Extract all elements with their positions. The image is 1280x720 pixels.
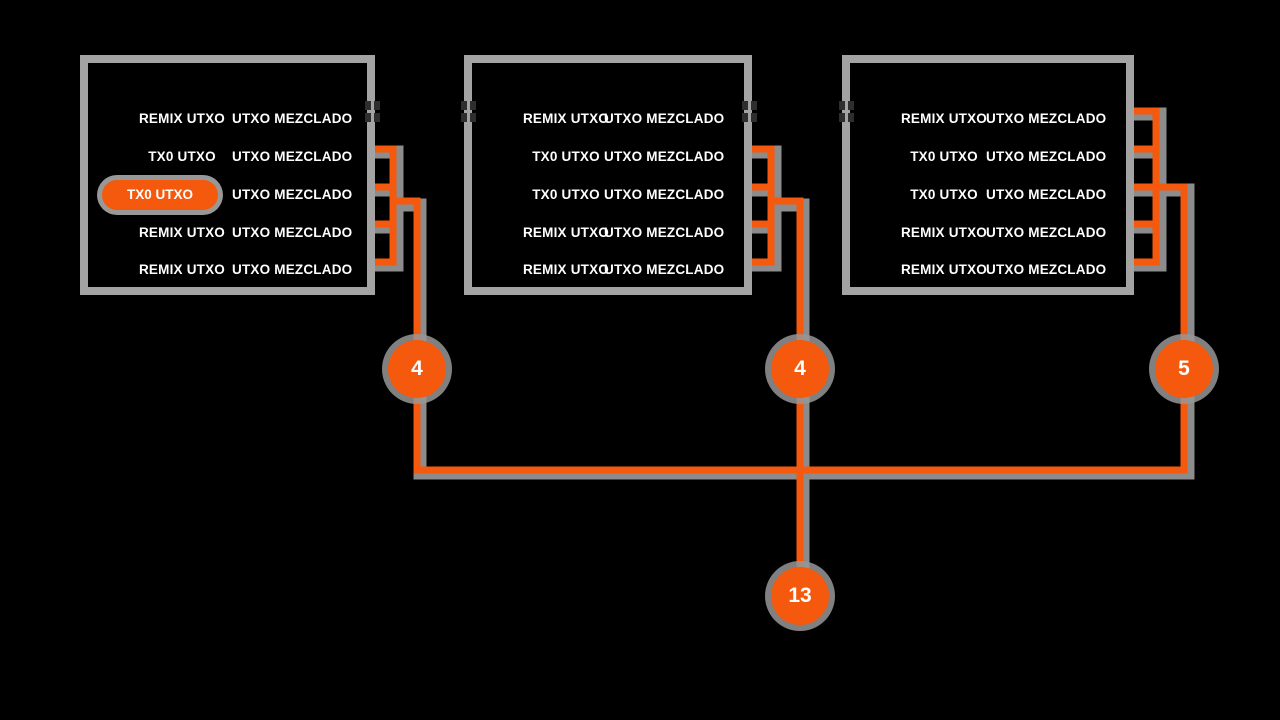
port-stub-icon <box>839 101 855 123</box>
port-stub-icon <box>365 101 381 123</box>
output-label: UTXO MEZCLADO <box>986 111 1107 126</box>
input-label: REMIX UTXO <box>138 225 225 240</box>
node-middle-count[interactable]: 4 <box>771 340 829 398</box>
table-row[interactable]: TX0 UTXO UTXO MEZCLADO <box>850 142 1126 172</box>
table-row[interactable]: REMIX UTXO UTXO MEZCLADO <box>472 218 744 248</box>
output-label: UTXO MEZCLADO <box>232 111 353 126</box>
node-left-count[interactable]: 4 <box>388 340 446 398</box>
port-stub-icon <box>461 101 477 123</box>
output-label: UTXO MEZCLADO <box>604 187 725 202</box>
node-label: 4 <box>794 357 806 380</box>
table-row[interactable]: REMIX UTXO UTXO MEZCLADO <box>850 218 1126 248</box>
input-label: REMIX UTXO <box>138 262 225 277</box>
input-label: REMIX UTXO <box>138 111 225 126</box>
node-label: 13 <box>788 584 812 607</box>
input-label: REMIX UTXO <box>900 262 987 277</box>
output-label: UTXO MEZCLADO <box>986 225 1107 240</box>
table-row[interactable]: REMIX UTXO UTXO MEZCLADO <box>850 255 1126 285</box>
node-total-count[interactable]: 13 <box>771 567 829 625</box>
node-right-count[interactable]: 5 <box>1155 340 1213 398</box>
table-row[interactable]: REMIX UTXO UTXO MEZCLADO <box>88 104 367 134</box>
tx-box-3-rows: REMIX UTXO UTXO MEZCLADO TX0 UTXO UTXO M… <box>850 63 1126 287</box>
output-label: UTXO MEZCLADO <box>986 262 1107 277</box>
input-label: TX0 UTXO <box>532 149 600 164</box>
table-row[interactable]: TX0 UTXO UTXO MEZCLADO <box>850 180 1126 210</box>
input-label: TX0 UTXO <box>148 149 216 164</box>
node-label: 5 <box>1178 357 1190 380</box>
tx-box-1[interactable]: REMIX UTXO UTXO MEZCLADO TX0 UTXO UTXO M… <box>80 55 375 295</box>
table-row[interactable]: TX0 UTXO UTXO MEZCLADO <box>472 180 744 210</box>
input-label: REMIX UTXO <box>900 225 987 240</box>
highlighted-utxo-pill[interactable]: TX0 UTXO <box>102 180 218 210</box>
port-stub-icon <box>742 101 758 123</box>
tx-box-2[interactable]: REMIX UTXO UTXO MEZCLADO TX0 UTXO UTXO M… <box>464 55 752 295</box>
table-row[interactable]: REMIX UTXO UTXO MEZCLADO <box>88 218 367 248</box>
output-label: UTXO MEZCLADO <box>604 225 725 240</box>
output-label: UTXO MEZCLADO <box>604 149 725 164</box>
node-label: 4 <box>411 357 423 380</box>
output-label: UTXO MEZCLADO <box>232 225 353 240</box>
table-row[interactable]: REMIX UTXO UTXO MEZCLADO <box>472 104 744 134</box>
output-label: UTXO MEZCLADO <box>232 262 353 277</box>
input-label: REMIX UTXO <box>522 111 609 126</box>
table-row[interactable]: REMIX UTXO UTXO MEZCLADO <box>472 255 744 285</box>
tx-box-1-rows: REMIX UTXO UTXO MEZCLADO TX0 UTXO UTXO M… <box>88 63 367 287</box>
table-row[interactable]: TX0 UTXO UTXO MEZCLADO <box>472 142 744 172</box>
input-label: REMIX UTXO <box>900 111 987 126</box>
output-label: UTXO MEZCLADO <box>604 111 725 126</box>
output-label: UTXO MEZCLADO <box>986 149 1107 164</box>
tx-box-2-rows: REMIX UTXO UTXO MEZCLADO TX0 UTXO UTXO M… <box>472 63 744 287</box>
input-label: REMIX UTXO <box>522 262 609 277</box>
input-label: TX0 UTXO <box>910 149 978 164</box>
input-label: REMIX UTXO <box>522 225 609 240</box>
table-row[interactable]: REMIX UTXO UTXO MEZCLADO <box>850 104 1126 134</box>
input-label: TX0 UTXO <box>910 187 978 202</box>
output-label: UTXO MEZCLADO <box>232 149 353 164</box>
table-row[interactable]: TX0 UTXO UTXO MEZCLADO <box>88 142 367 172</box>
output-label: UTXO MEZCLADO <box>986 187 1107 202</box>
output-label: UTXO MEZCLADO <box>604 262 725 277</box>
input-label: TX0 UTXO <box>532 187 600 202</box>
table-row[interactable]: TX0 UTXO UTXO MEZCLADO <box>88 180 367 210</box>
table-row[interactable]: REMIX UTXO UTXO MEZCLADO <box>88 255 367 285</box>
output-label: UTXO MEZCLADO <box>232 187 353 202</box>
tx-box-3[interactable]: REMIX UTXO UTXO MEZCLADO TX0 UTXO UTXO M… <box>842 55 1134 295</box>
